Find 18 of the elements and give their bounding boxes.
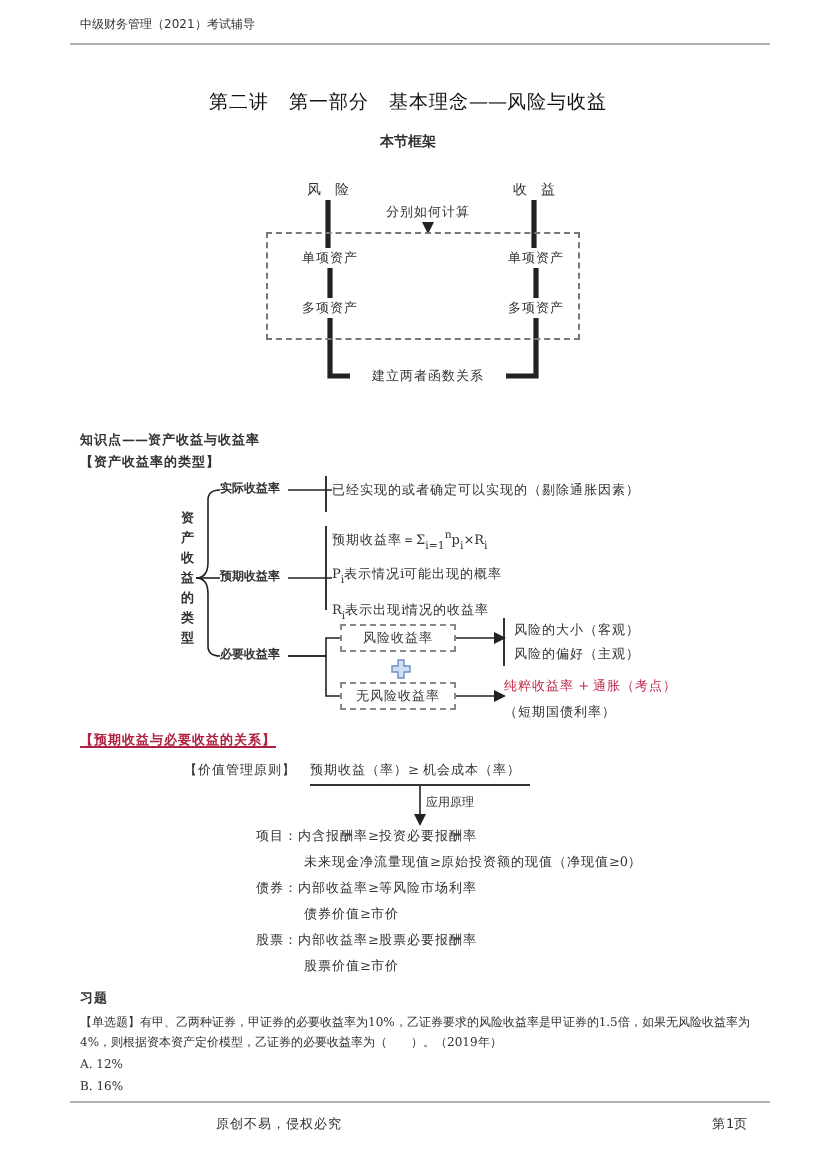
connector-line xyxy=(327,318,350,379)
arrow xyxy=(414,785,426,826)
connector-line xyxy=(325,200,331,248)
connector-line xyxy=(533,268,539,298)
connector-line xyxy=(195,577,221,579)
connector-line xyxy=(287,489,333,491)
arrow xyxy=(455,632,506,644)
connector-line xyxy=(327,268,333,298)
connector-line xyxy=(195,489,221,579)
connector-line xyxy=(195,577,221,657)
arrow xyxy=(422,221,434,234)
arrow xyxy=(455,690,506,702)
page-title: 第二讲 第一部分 基本理念——风险与收益 xyxy=(207,92,609,115)
connector-line xyxy=(531,200,537,248)
connector-line xyxy=(506,318,539,379)
dashed-frame xyxy=(266,232,580,340)
connector-line xyxy=(287,655,341,697)
connector-line xyxy=(287,577,333,579)
